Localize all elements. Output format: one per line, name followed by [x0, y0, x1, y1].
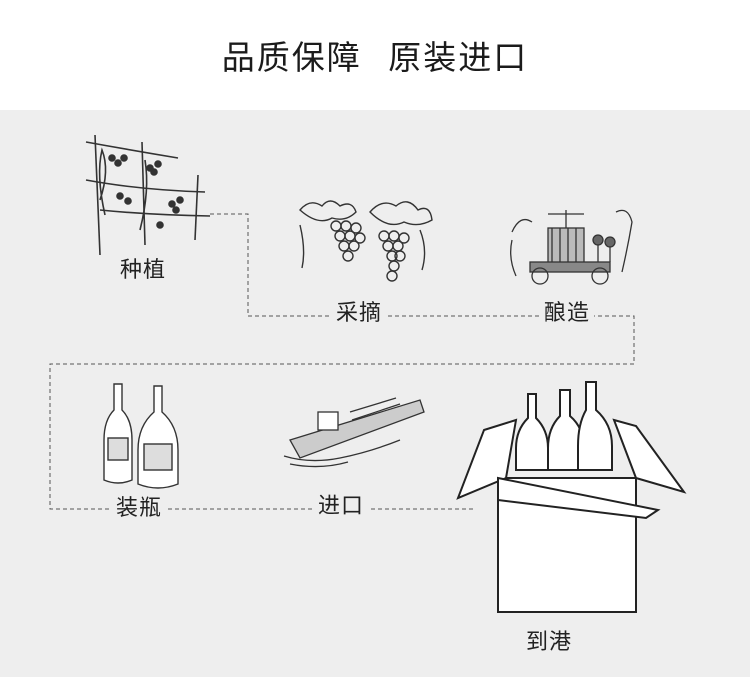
step-import-label: 进口	[314, 494, 369, 520]
ship-icon	[283, 397, 425, 468]
dashed-connector	[49, 213, 635, 510]
step-planting-label: 种植	[116, 258, 171, 284]
wine-press-icon	[510, 209, 633, 285]
bottles-icon	[103, 383, 179, 489]
page-header: 品质保障 原装进口	[0, 0, 750, 110]
step-picking-label: 采摘	[332, 301, 387, 327]
vineyard-icon	[85, 134, 211, 256]
step-brewing-label: 酿造	[540, 301, 595, 327]
box-icon	[456, 381, 687, 613]
step-arrival-label: 到港	[522, 630, 577, 656]
step-bottling-label: 装瓶	[112, 496, 167, 522]
page-title: 品质保障 原装进口	[221, 38, 529, 77]
grapes-icon	[299, 200, 433, 282]
